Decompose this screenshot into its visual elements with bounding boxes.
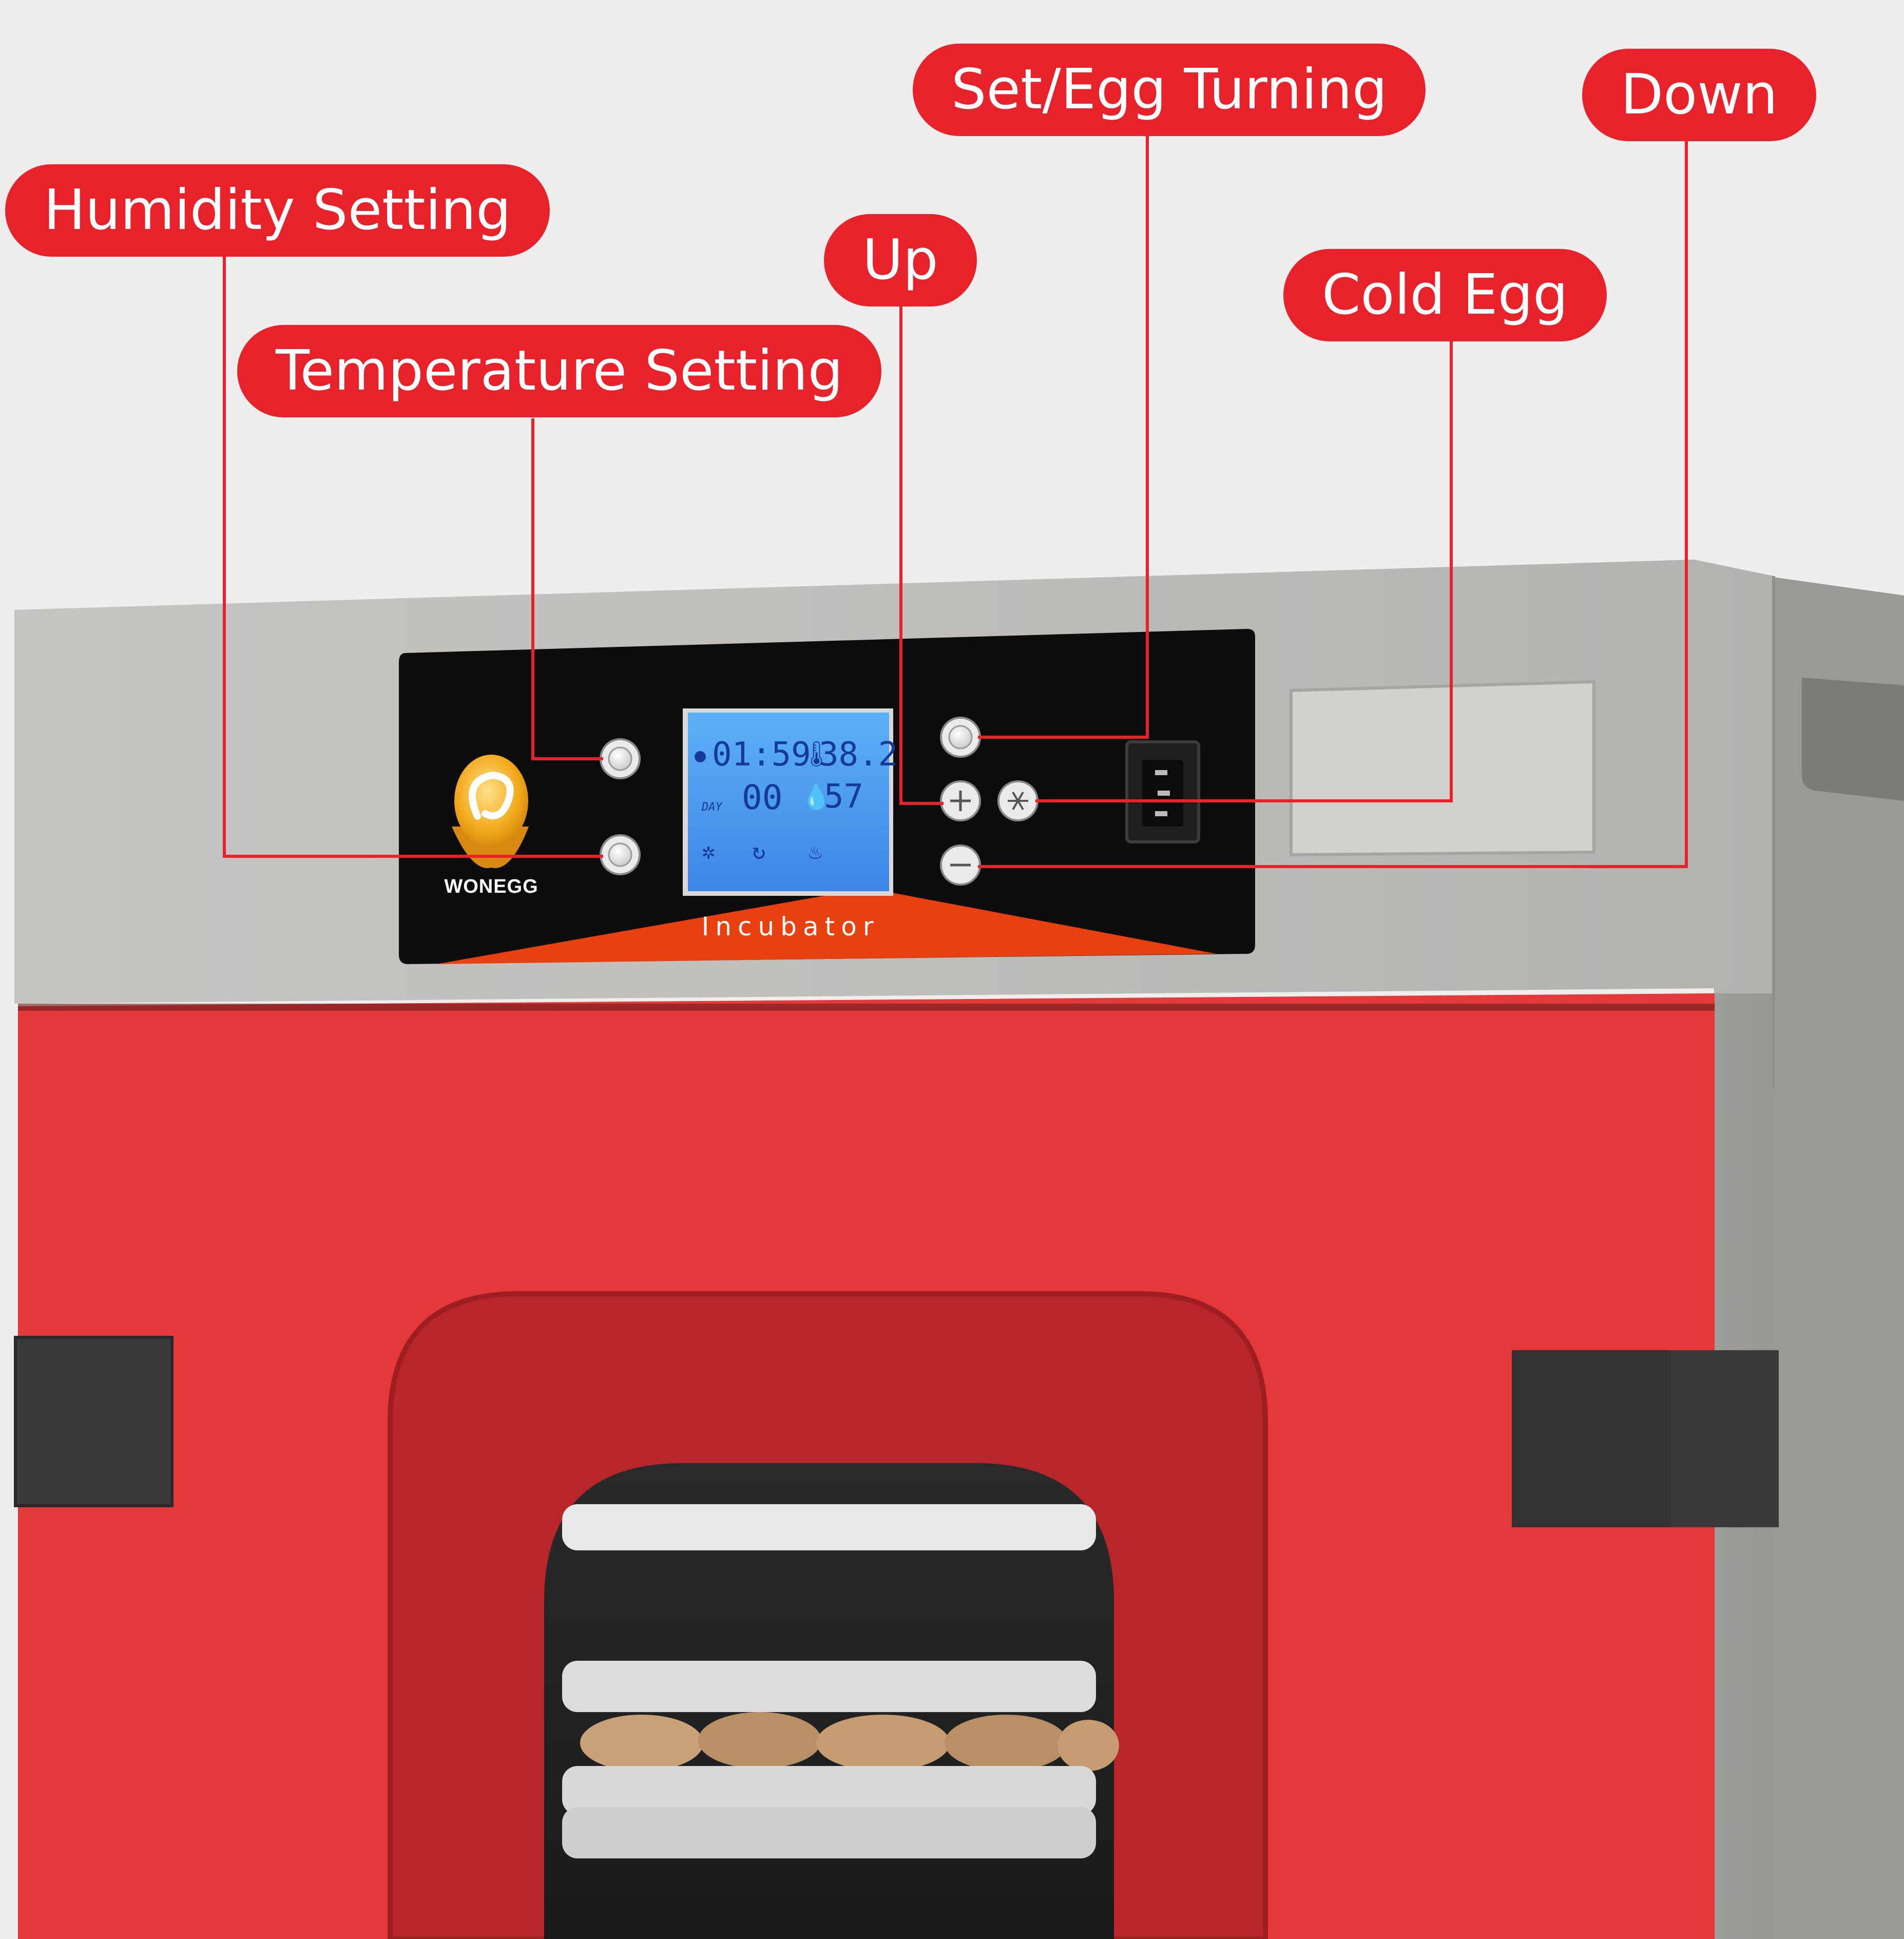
eggs: [580, 1712, 1119, 1771]
panel-orange-wedge: [436, 888, 1217, 964]
lcd-day-label: DAY: [702, 801, 722, 814]
set-egg-turning-button[interactable]: [940, 717, 981, 758]
callout-up: Up: [824, 214, 977, 306]
egg-turn-icon: ↻: [752, 838, 766, 865]
egg-tray: [562, 1661, 1096, 1712]
heater-icon: ♨: [809, 838, 822, 865]
egg-tray: [562, 1504, 1096, 1550]
droplet-icon: 💧: [801, 782, 832, 811]
callout-down: Down: [1582, 49, 1817, 141]
fan-icon: ✲: [702, 838, 716, 865]
callout-temperature-setting: Temperature Setting: [237, 325, 882, 417]
egg-tray: [562, 1766, 1096, 1815]
power-socket-icon: [1125, 740, 1200, 843]
callout-cold-egg: Cold Egg: [1283, 249, 1607, 341]
left-latch: [15, 1337, 172, 1506]
down-button[interactable]: [940, 844, 981, 886]
humidity-button[interactable]: [600, 834, 641, 875]
callout-set-egg-turning: Set/Egg Turning: [913, 44, 1426, 136]
snowflake-icon: [1008, 791, 1028, 811]
brand-name: WONEGG: [444, 876, 538, 897]
callout-humidity-setting: Humidity Setting: [5, 164, 550, 257]
cold-egg-button[interactable]: [997, 780, 1038, 821]
egg-tray: [562, 1807, 1096, 1858]
lcd-status-dot: [695, 751, 706, 762]
side-handle: [1802, 678, 1904, 801]
leader-lines: [223, 136, 1688, 868]
up-button[interactable]: [940, 780, 981, 821]
thermometer-icon: 🌡: [801, 740, 832, 769]
housing-side-panel: [1774, 578, 1904, 1939]
lcd-day-value: 00: [742, 778, 783, 817]
temperature-button[interactable]: [600, 738, 641, 779]
panel-label: Incubator: [701, 912, 880, 942]
lcd-temperature: 38.2: [819, 736, 898, 774]
lcd-readout: 01:59 🌡 38.2 DAY 00 💧 57 ✲ ↻ ♨: [690, 716, 898, 886]
lcd-screen: [688, 713, 889, 891]
lcd-humidity: 57: [824, 778, 864, 816]
vent-panel: [1290, 680, 1595, 857]
lcd-time: 01:59: [712, 736, 811, 774]
